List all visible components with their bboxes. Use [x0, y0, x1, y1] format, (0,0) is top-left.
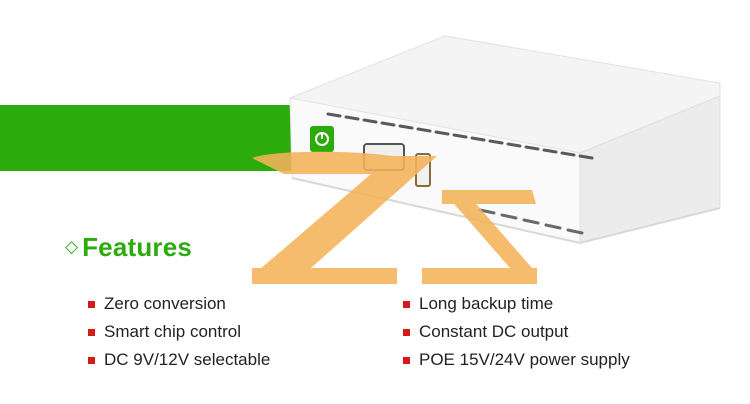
features-title: Features — [82, 232, 193, 262]
zs-watermark-logo — [252, 151, 537, 284]
feature-label: Long backup time — [419, 294, 554, 313]
red-square-bullet-icon — [403, 356, 410, 364]
mini-ups-device-image — [288, 35, 721, 245]
feature-label: POE 15V/24V power supply — [419, 350, 630, 369]
feature-label: Smart chip control — [104, 322, 241, 341]
list-item: POE 15V/24V power supply — [403, 346, 630, 374]
red-square-bullet-icon — [88, 300, 95, 308]
feature-label: DC 9V/12V selectable — [104, 350, 271, 369]
red-square-bullet-icon — [403, 328, 410, 336]
list-item: Long backup time — [403, 290, 630, 318]
red-square-bullet-icon — [403, 300, 410, 308]
red-square-bullet-icon — [88, 328, 95, 336]
feature-label: Zero conversion — [104, 294, 226, 313]
red-square-bullet-icon — [88, 356, 95, 364]
features-list-left: Zero conversion Smart chip control DC 9V… — [88, 290, 270, 374]
features-list-right: Long backup time Constant DC output POE … — [403, 290, 630, 374]
features-heading: ◇ Features — [65, 232, 192, 263]
list-item: Zero conversion — [88, 290, 270, 318]
feature-label: Constant DC output — [419, 322, 569, 341]
list-item: Constant DC output — [403, 318, 630, 346]
list-item: DC 9V/12V selectable — [88, 346, 270, 374]
diamond-outline-icon: ◇ — [65, 237, 79, 257]
list-item: Smart chip control — [88, 318, 270, 346]
